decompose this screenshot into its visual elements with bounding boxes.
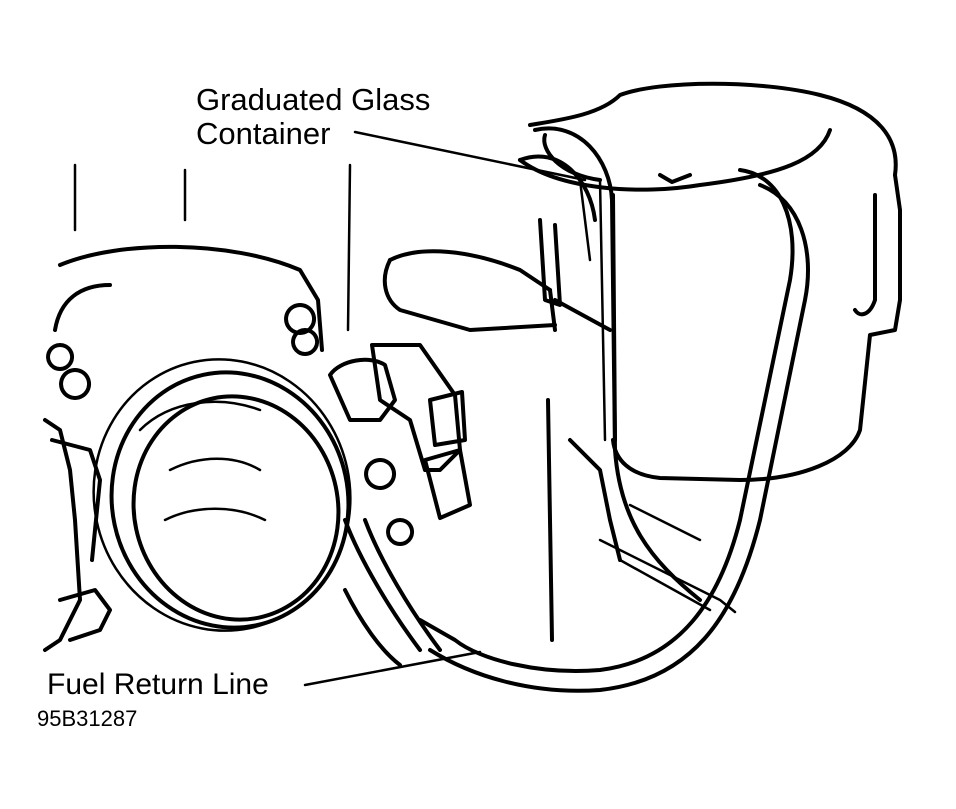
engine-block xyxy=(43,163,352,652)
leader-lines xyxy=(303,130,587,687)
container-label-line2: Container xyxy=(196,116,331,151)
container-label: Graduated Glass Container xyxy=(196,83,430,151)
lower-bracket xyxy=(546,398,737,642)
fuel-return-line-label: Fuel Return Line xyxy=(47,668,269,701)
container-label-line1: Graduated Glass xyxy=(196,82,431,117)
glass-container xyxy=(518,81,902,482)
vacuum-hose xyxy=(382,249,557,332)
throttle-body xyxy=(92,358,352,632)
sensor-assembly xyxy=(328,343,472,546)
figure-code: 95B31287 xyxy=(37,706,138,731)
fuel-return-tube xyxy=(343,126,810,693)
